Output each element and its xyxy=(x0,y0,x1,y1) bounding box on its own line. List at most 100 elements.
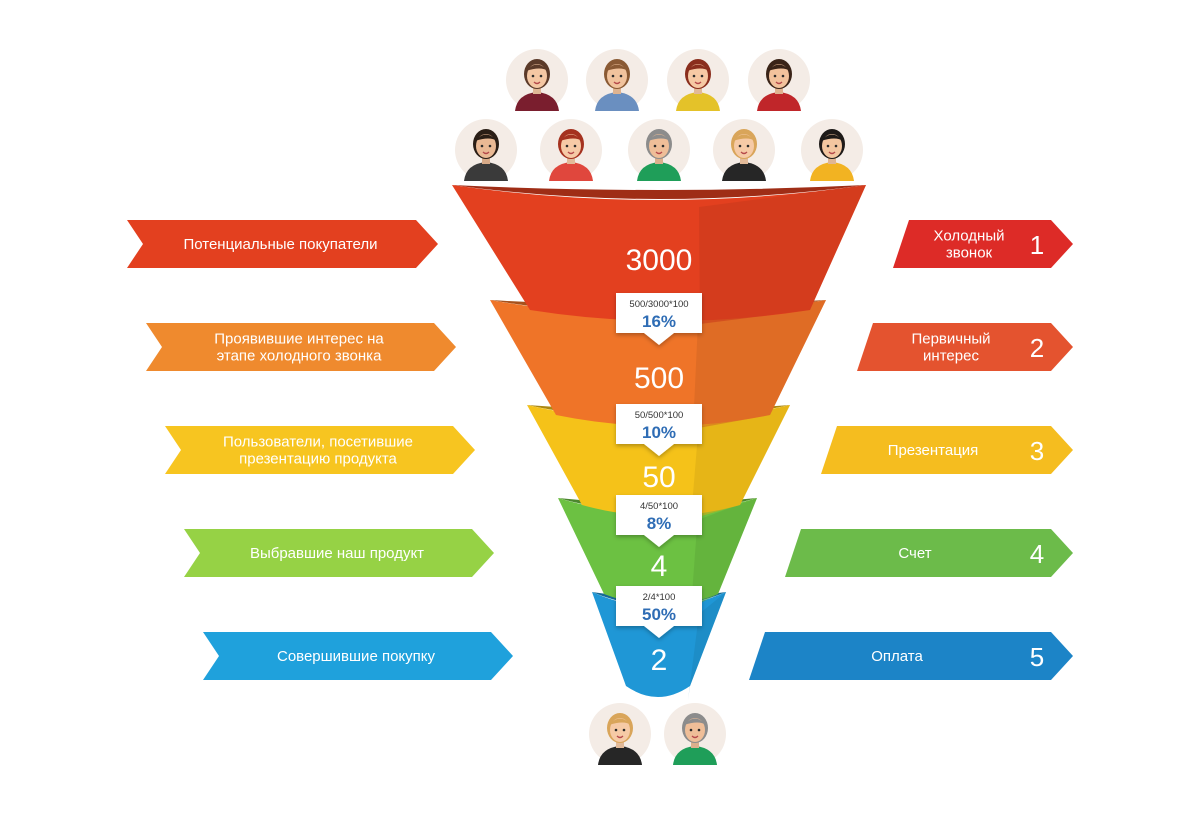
woman-brown-hair-icon xyxy=(506,49,568,111)
avatar-mouth xyxy=(533,81,541,85)
conversion-percent: 16% xyxy=(642,312,676,331)
right-label-text: интерес xyxy=(923,348,979,365)
avatar-eye xyxy=(692,74,696,78)
avatar-mouth xyxy=(482,151,490,155)
conversion-tag-4: 2/4*100 50% xyxy=(616,586,702,638)
avatar-eye xyxy=(697,728,701,732)
avatar-fringe xyxy=(475,134,497,141)
avatar-face xyxy=(610,718,630,742)
avatar-eye xyxy=(480,144,484,148)
avatar-shirt xyxy=(722,162,766,181)
avatar-face xyxy=(688,64,708,88)
right-label-arrow xyxy=(785,529,1073,577)
right-label-4: Счет 4 xyxy=(785,529,1073,577)
avatar-eye xyxy=(573,144,577,148)
avatar-face xyxy=(527,64,547,88)
avatar-shirt xyxy=(673,746,717,765)
funnel-rim xyxy=(452,185,866,199)
avatar-fringe xyxy=(606,64,628,71)
funnel-stage-1: 3000 xyxy=(452,185,866,324)
left-label-text: презентацию продукта xyxy=(239,451,397,468)
avatar-face xyxy=(685,718,705,742)
avatar-face xyxy=(561,134,581,158)
right-label-text: звонок xyxy=(946,245,993,262)
funnel-value: 4 xyxy=(651,550,668,583)
avatar-mouth xyxy=(616,735,624,739)
funnel-value: 2 xyxy=(651,644,668,677)
left-label-arrow xyxy=(165,426,475,474)
left-label-arrow xyxy=(127,220,438,268)
funnel-value: 50 xyxy=(642,461,675,494)
avatar-eye xyxy=(834,144,838,148)
man-plaid-shirt-icon xyxy=(586,49,648,111)
step-number: 5 xyxy=(1030,642,1044,672)
avatar-eye xyxy=(614,728,618,732)
step-number: 1 xyxy=(1030,230,1044,260)
conversion-formula: 2/4*100 xyxy=(643,592,676,603)
right-label-arrow xyxy=(821,426,1073,474)
left-label-4: Выбравшие наш продукт xyxy=(184,529,494,577)
avatar-eye xyxy=(531,74,535,78)
step-number: 4 xyxy=(1030,539,1044,569)
avatar-mouth xyxy=(613,81,621,85)
woman-red-hair-icon xyxy=(540,119,602,181)
avatar-eye xyxy=(653,144,657,148)
avatar-eye xyxy=(611,74,615,78)
conversion-formula: 50/500*100 xyxy=(635,410,684,421)
conversion-tag-box xyxy=(616,404,702,456)
woman-blonde-icon xyxy=(713,119,775,181)
avatar-eye xyxy=(539,74,543,78)
left-label-text: Пользователи, посетившие xyxy=(223,434,413,451)
avatar-shirt xyxy=(549,162,593,181)
funnel-shade xyxy=(688,592,726,700)
avatar-face xyxy=(769,64,789,88)
avatar-shirt xyxy=(515,92,559,111)
funnel-value: 3000 xyxy=(626,244,693,277)
conversion-tag-box xyxy=(616,293,702,345)
funnel-shade xyxy=(691,405,790,519)
avatar-eye xyxy=(689,728,693,732)
left-label-5: Совершившие покупку xyxy=(203,632,513,680)
funnel-shade xyxy=(699,185,866,324)
right-label-arrow xyxy=(893,220,1073,268)
avatar-eye xyxy=(746,144,750,148)
avatar-eye xyxy=(738,144,742,148)
left-label-1: Потенциальные покупатели xyxy=(127,220,438,268)
avatar-eye xyxy=(488,144,492,148)
right-label-text: Презентация xyxy=(888,442,979,459)
man-beard-suit-icon xyxy=(455,119,517,181)
right-label-arrow xyxy=(857,323,1073,371)
left-label-text: Выбравшие наш продукт xyxy=(250,545,424,562)
man-grey-hair-icon xyxy=(664,703,726,765)
avatar-mouth xyxy=(694,81,702,85)
right-label-text: Оплата xyxy=(871,648,923,665)
right-label-arrow xyxy=(749,632,1073,680)
funnel-shade xyxy=(693,300,826,429)
woman-blonde-icon xyxy=(589,703,651,765)
avatar-eye xyxy=(619,74,623,78)
avatar-eye xyxy=(700,74,704,78)
avatar-shirt xyxy=(676,92,720,111)
avatar-face xyxy=(822,134,842,158)
avatar-eye xyxy=(565,144,569,148)
left-label-text: Совершившие покупку xyxy=(277,648,436,665)
conversion-tag-box xyxy=(616,495,702,547)
avatar-face xyxy=(607,64,627,88)
avatar-face xyxy=(476,134,496,158)
avatar-fringe xyxy=(687,64,709,71)
right-label-text: Первичный xyxy=(911,331,990,348)
left-label-text: Потенциальные покупатели xyxy=(183,236,377,253)
right-label-text: Счет xyxy=(898,545,931,562)
avatar-eye xyxy=(781,74,785,78)
left-label-arrow xyxy=(203,632,513,680)
conversion-percent: 50% xyxy=(642,605,676,624)
